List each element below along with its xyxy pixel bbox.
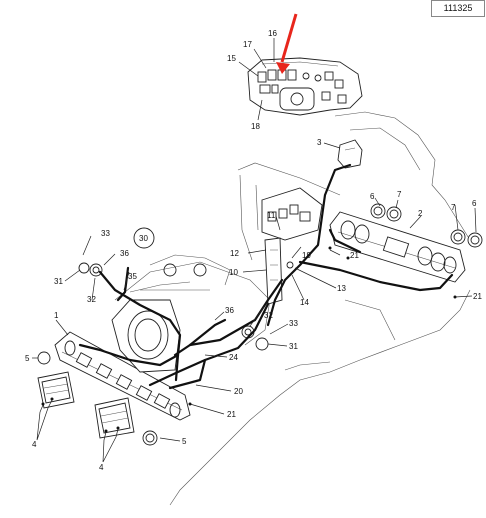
callout-17: 17 [243,40,252,49]
callout-3: 3 [317,138,322,147]
callout-4a: 4 [32,440,37,449]
callout-30: 30 [139,234,148,243]
dashboard-panel [247,57,363,116]
callout-36b: 36 [225,306,234,315]
callout-31b: 31 [289,342,298,351]
leader-lines [32,38,477,463]
headlamps [37,371,135,439]
relay-box [337,139,363,169]
callout-13: 13 [337,284,346,293]
work-lights-rear [370,203,483,248]
callout-6a: 6 [370,192,375,201]
callout-18: 18 [251,122,260,131]
wiring-harness [78,163,454,390]
side-lamps [37,227,269,446]
callout-4b: 4 [99,463,104,472]
callout-10: 10 [229,268,238,277]
red-arrow-pointer [276,13,298,74]
callout-7a: 7 [397,190,402,199]
callout-1: 1 [54,311,59,320]
cab-outline [114,111,471,506]
callout-labels: 16 17 15 18 3 6 7 2 7 6 11 12 19 21 10 1… [25,29,482,472]
callout-5b: 5 [182,437,187,446]
switch-panel [261,187,323,305]
callout-20: 20 [234,387,243,396]
callout-11: 11 [267,211,276,220]
callout-24: 24 [229,353,238,362]
callout-5a: 5 [25,354,30,363]
callout-35: 35 [128,272,137,281]
callout-36a: 36 [120,249,129,258]
callout-6b: 6 [472,199,477,208]
callout-19: 19 [302,251,311,260]
front-light-bar [54,331,191,421]
engine-front [111,254,231,373]
callout-2: 2 [418,209,423,218]
part-number-box: 111325 [431,0,485,17]
callout-31a: 31 [54,277,63,286]
callout-33a: 33 [101,229,110,238]
callout-32a: 32 [87,295,96,304]
callout-16: 16 [268,29,277,38]
rear-light-bar [329,211,466,283]
callout-33b: 33 [289,319,298,328]
callout-12: 12 [230,249,239,258]
fasteners [39,246,457,441]
callout-14: 14 [300,298,309,307]
callout-7b: 7 [451,203,456,212]
callout-21b: 21 [473,292,482,301]
callout-32b: 32 [264,311,273,320]
callout-15: 15 [227,54,236,63]
callout-21c: 21 [227,410,236,419]
callout-21a: 21 [350,251,359,260]
